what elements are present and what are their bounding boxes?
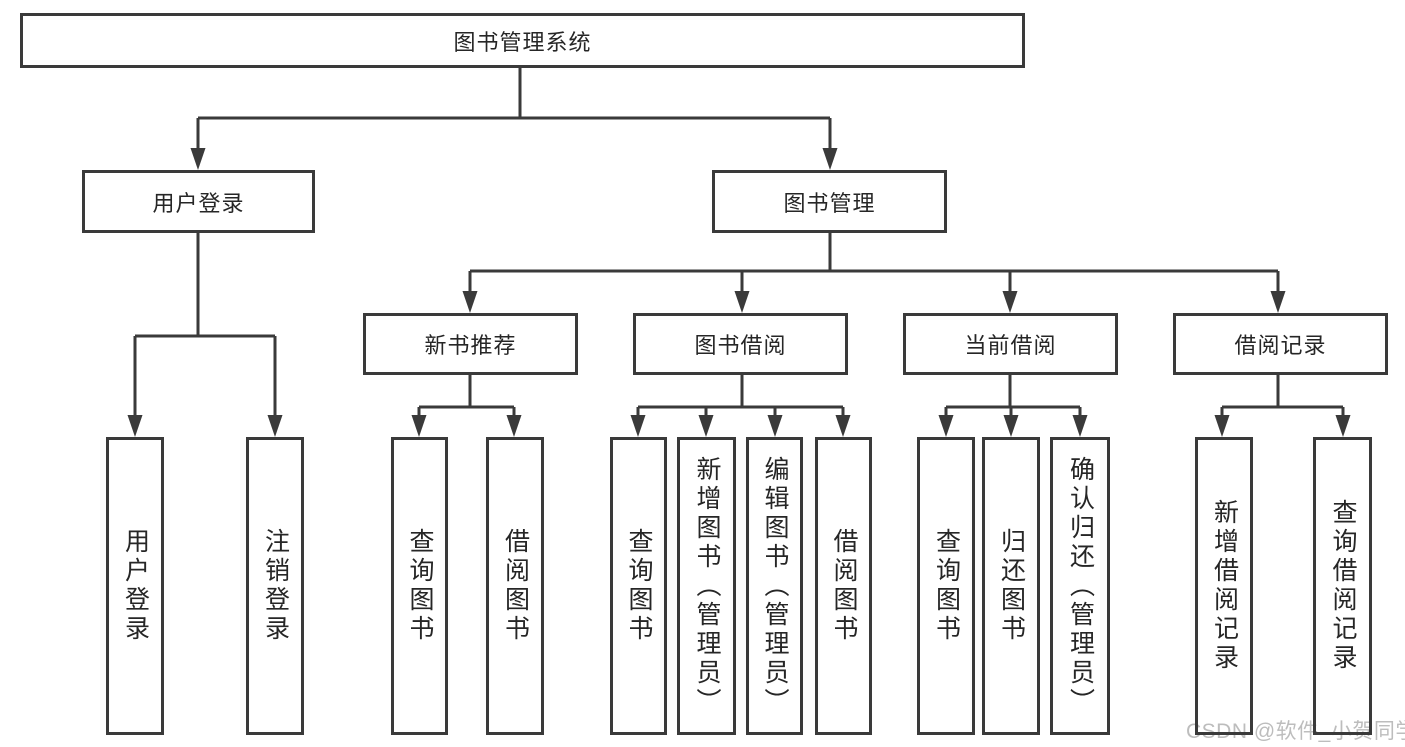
leaf-query-book-recommend-label: 查询图书 [406, 528, 434, 644]
node-system-root-label: 图书管理系统 [453, 29, 592, 55]
connector-root-to-children [190, 68, 838, 170]
node-current-borrowing: 当前借阅 [903, 313, 1118, 375]
connector-borrow-record-to-children [1214, 375, 1351, 437]
node-user-login-label: 用户登录 [152, 190, 245, 216]
leaf-user-login-label: 用户登录 [121, 528, 150, 644]
leaf-user-login: 用户登录 [106, 437, 164, 735]
node-book-borrowing: 图书借阅 [633, 313, 848, 375]
leaf-return-book-label: 归还图书 [997, 528, 1026, 644]
leaf-query-borrow-record: 查询借阅记录 [1313, 437, 1372, 735]
leaf-logout: 注销登录 [246, 437, 304, 735]
leaf-add-borrow-record-label: 新增借阅记录 [1210, 499, 1239, 673]
leaf-confirm-return-admin: 确认归还（管理员） [1050, 437, 1110, 735]
node-book-borrowing-label: 图书借阅 [694, 333, 787, 358]
node-borrowing-records-label: 借阅记录 [1234, 333, 1327, 358]
connector-user-login-to-children [127, 233, 283, 437]
leaf-edit-book-admin: 编辑图书（管理员） [746, 437, 803, 735]
leaf-add-borrow-record: 新增借阅记录 [1195, 437, 1253, 735]
leaf-borrow-book-recommend-label: 借阅图书 [501, 528, 530, 644]
node-book-management: 图书管理 [712, 170, 947, 233]
leaf-query-borrow-record-label: 查询借阅记录 [1329, 499, 1357, 673]
leaf-query-book-borrowing: 查询图书 [610, 437, 667, 735]
node-borrowing-records: 借阅记录 [1173, 313, 1388, 375]
leaf-add-book-admin: 新增图书（管理员） [677, 437, 736, 735]
leaf-query-book-recommend: 查询图书 [391, 437, 448, 735]
leaf-add-book-admin-label: 新增图书（管理员） [693, 455, 721, 717]
node-current-borrowing-label: 当前借阅 [964, 333, 1057, 358]
leaf-confirm-return-admin-label: 确认归还（管理员） [1066, 455, 1095, 717]
connector-book-borrow-to-children [630, 375, 851, 437]
leaf-query-book-current: 查询图书 [917, 437, 975, 735]
node-new-book-recommend: 新书推荐 [363, 313, 578, 375]
connector-new-book-to-children [411, 375, 522, 437]
leaf-return-book: 归还图书 [982, 437, 1040, 735]
connector-current-borrow-to-children [938, 375, 1088, 437]
node-user-login: 用户登录 [82, 170, 315, 233]
leaf-query-book-current-label: 查询图书 [932, 528, 961, 644]
leaf-query-book-borrowing-label: 查询图书 [625, 528, 653, 644]
leaf-logout-label: 注销登录 [261, 528, 290, 644]
node-new-book-recommend-label: 新书推荐 [424, 333, 517, 358]
leaf-borrow-book-label: 借阅图书 [830, 528, 858, 644]
leaf-borrow-book: 借阅图书 [815, 437, 872, 735]
connector-book-management-to-children [462, 233, 1286, 313]
node-book-management-label: 图书管理 [783, 190, 876, 216]
node-system-root: 图书管理系统 [20, 13, 1025, 68]
leaf-edit-book-admin-label: 编辑图书（管理员） [761, 455, 789, 717]
leaf-borrow-book-recommend: 借阅图书 [486, 437, 544, 735]
csdn-watermark: CSDN @软件_小贺同学 [1186, 720, 1405, 743]
